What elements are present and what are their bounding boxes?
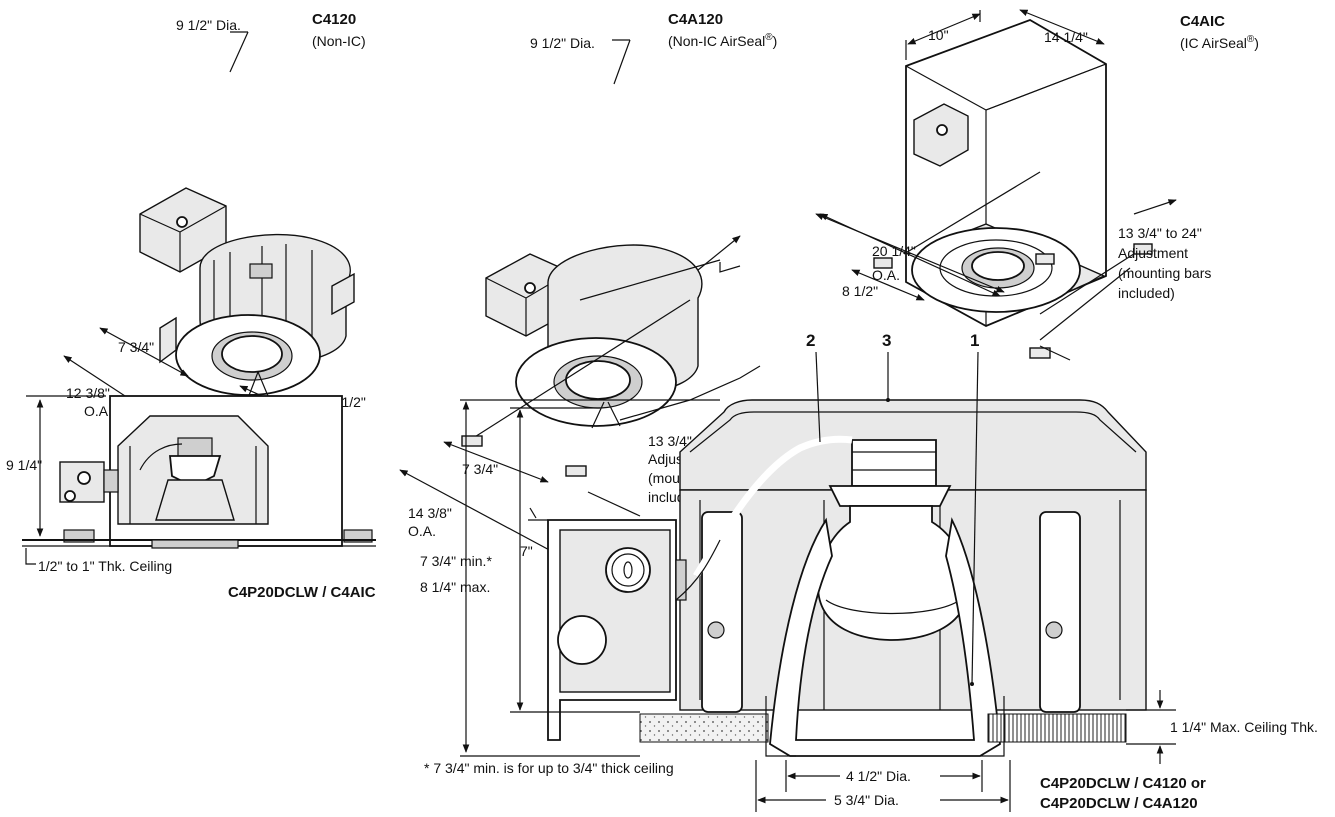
c4120-c4a120-section-view — [460, 351, 1176, 812]
callout-2: 2 — [806, 331, 815, 350]
c4aic-section-view — [22, 395, 376, 565]
ceiling-thk-label: 1 1/4" Max. Ceiling Thk. — [1170, 719, 1318, 735]
c4120-model-type: (Non-IC) — [312, 33, 366, 49]
small-section-caption: C4P20DCLW / C4AIC — [228, 584, 376, 601]
c4aic-isometric — [815, 9, 1177, 361]
small-section-height-label: 9 1/4" — [6, 457, 42, 473]
c4120-width-label: 7 3/4" — [118, 339, 154, 355]
large-section-caption-1: C4P20DCLW / C4120 or — [1040, 775, 1206, 792]
large-section-footnote: * 7 3/4" min. is for up to 3/4" thick ce… — [424, 760, 674, 776]
c4a120-width-label: 7 3/4" — [462, 461, 498, 477]
c4aic-oa-value: 20 1/4" — [872, 243, 916, 259]
c4120-oa-label: O.A. — [84, 403, 112, 419]
c4aic-width-top-label: 14 1/4" — [1044, 29, 1088, 45]
c4aic-model-code: C4AIC — [1180, 13, 1225, 30]
c4a120-dia-label: 9 1/2" Dia. — [530, 35, 595, 51]
c4a120-oa-label: O.A. — [408, 523, 436, 539]
c4aic-adjust-line-2: Adjustment — [1118, 245, 1188, 261]
c4aic-adjust-line-4: included) — [1118, 285, 1175, 301]
reflector-trim — [769, 517, 1001, 757]
aperture-dia-label: 4 1/2" Dia. — [846, 768, 911, 784]
c4120-model-code: C4120 — [312, 11, 356, 28]
callout-3: 3 — [882, 331, 891, 350]
c4a120-isometric — [399, 39, 761, 561]
small-section-ceiling-label: 1/2" to 1" Thk. Ceiling — [38, 558, 172, 574]
c4120-oa-value: 12 3/8" — [66, 385, 110, 401]
large-section-min-label: 7 3/4" min.* — [420, 553, 492, 569]
callout-1: 1 — [970, 331, 979, 350]
c4a120-oa-value: 14 3/8" — [408, 505, 452, 521]
flange-dia-label: 5 3/4" Dia. — [834, 792, 899, 808]
c4aic-model-type: (IC AirSeal®) — [1180, 34, 1259, 51]
c4aic-oa-label: O.A. — [872, 267, 900, 283]
large-section-max-label: 8 1/4" max. — [420, 579, 490, 595]
large-section-caption-2: C4P20DCLW / C4A120 — [1040, 795, 1198, 812]
c4120-dia-label: 9 1/2" Dia. — [176, 17, 241, 33]
c4a120-model-code: C4A120 — [668, 11, 723, 28]
ceiling-concrete — [639, 713, 769, 743]
c4aic-depth-label: 10" — [928, 27, 949, 43]
large-section-height-7: 7" — [520, 543, 533, 559]
c4a120-model-type: (Non-IC AirSeal®) — [668, 32, 777, 49]
c4120-isometric — [63, 31, 355, 437]
c4aic-width-label: 8 1/2" — [842, 283, 878, 299]
c4aic-adjust-line-1: 13 3/4" to 24" — [1118, 225, 1202, 241]
c4aic-adjust-line-3: (mounting bars — [1118, 265, 1211, 281]
ceiling-hatch — [987, 713, 1127, 743]
